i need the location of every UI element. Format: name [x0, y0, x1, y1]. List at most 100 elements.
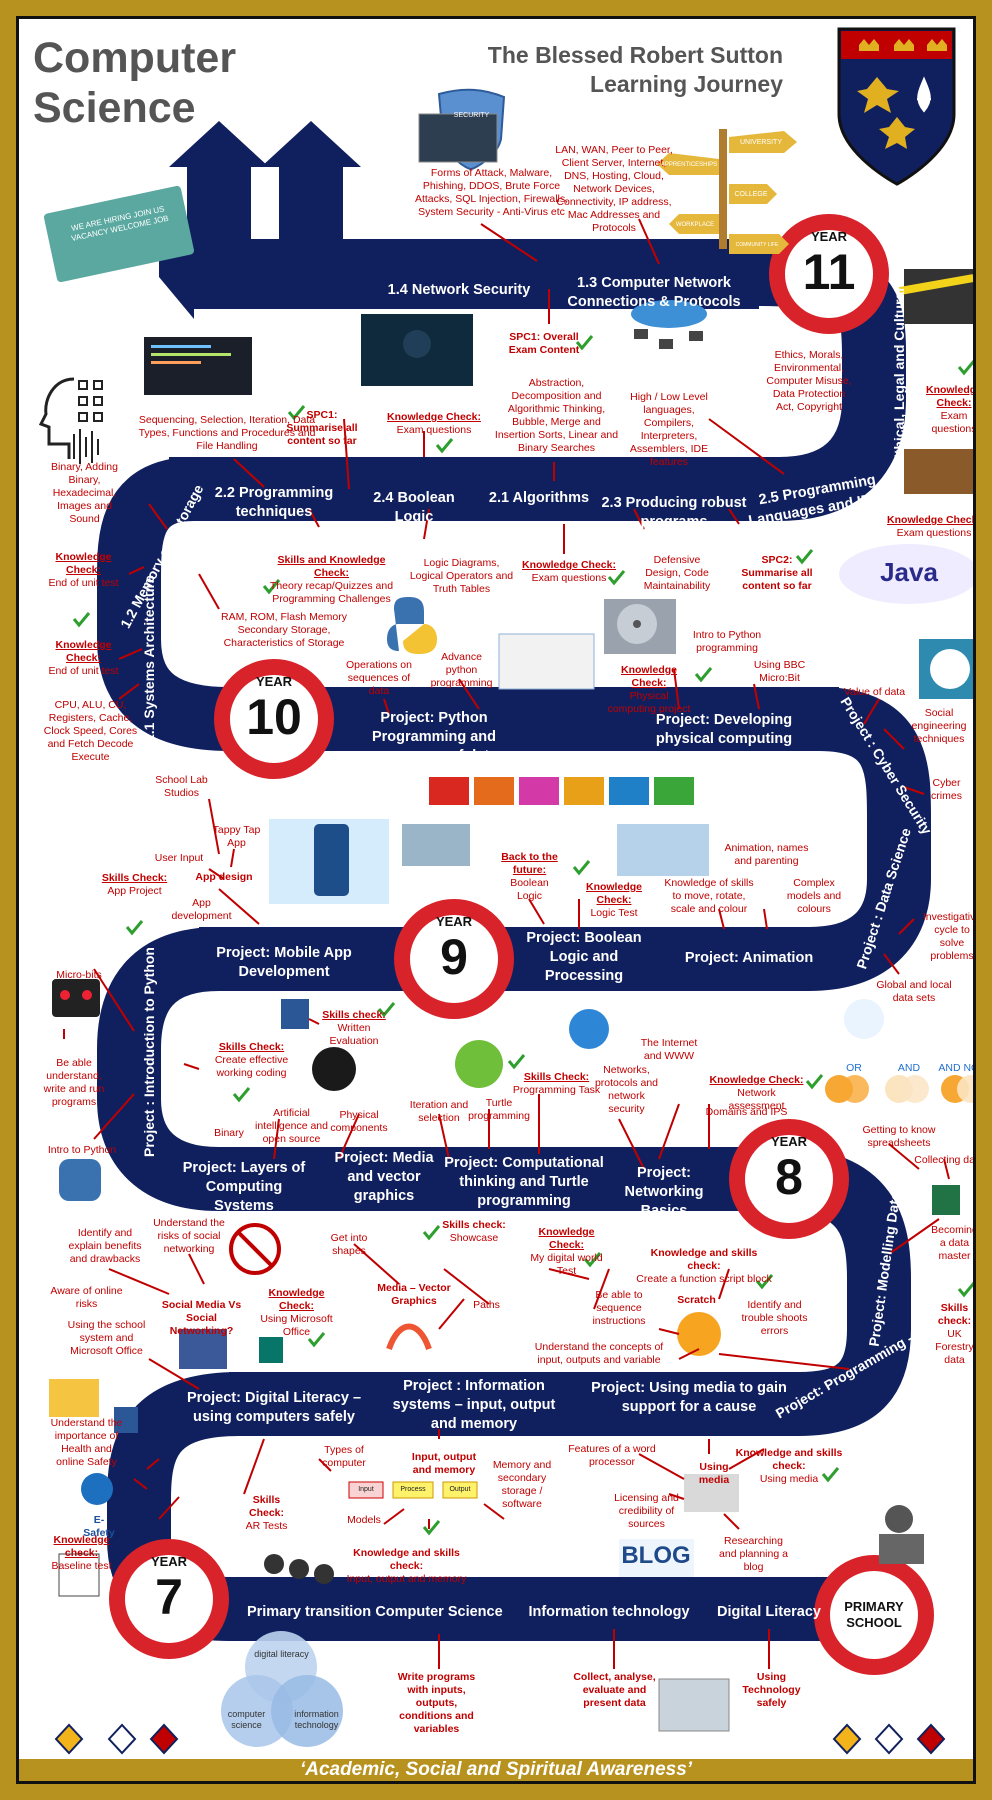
note-skills-theory: Skills and Knowledge Check:Theory recap/… [269, 554, 394, 605]
cyber-shield-text: SECURITY [453, 112, 490, 119]
note-esafety: E-Safety [83, 1514, 115, 1539]
note-sequence-instructions: Be able to sequence instructions [592, 1289, 646, 1327]
note-advance-python: Advance python programming [430, 651, 493, 689]
topic-boolean-logic: 2.4 Boolean Logic [373, 490, 455, 525]
note-aware-risks: Aware of online risks [50, 1285, 123, 1310]
note-value-data: Value of data [843, 686, 906, 698]
note-attacks: Forms of Attack, Malware, Phishing, DDOS… [414, 167, 569, 218]
note-app-development: App development [171, 897, 232, 922]
footer-icons [54, 1723, 946, 1755]
note-internet-www: The Internet and WWW [640, 1037, 698, 1062]
left-arrow [159, 239, 759, 319]
project-turtle: Project: Computational thinking and Turt… [444, 1155, 604, 1209]
note-turtle-programming: Turtle programming [468, 1097, 530, 1122]
note-kc-exam-boolean: Knowledge Check:Exam questions [387, 411, 481, 436]
note-school-lab: School Lab Studios [155, 774, 208, 799]
note-understand-programs: Be able understand, write and run progra… [43, 1057, 105, 1108]
note-kc-physical: Knowledge Check:Physical computing proje… [607, 664, 691, 715]
note-kc-eou-1: Knowledge Check:End of unit test [48, 551, 119, 589]
primary-transition-label: Primary transition [246, 1604, 372, 1620]
primary-it-label: Information technology [528, 1604, 690, 1620]
project-digital-literacy: Project: Digital Literacy – using comput… [186, 1390, 362, 1425]
note-kc-input-output: Knowledge and skills check:Input, output… [346, 1547, 467, 1585]
note-write-programs: Write programs with inputs, outputs, con… [397, 1671, 476, 1735]
note-operations: Operations on sequences of data [346, 659, 412, 697]
topic-algorithms: 2.1 Algorithms [488, 490, 590, 506]
year-10-number: 10 [246, 689, 302, 745]
note-and: AND [897, 1062, 921, 1074]
word-icon [281, 999, 309, 1029]
year-11-circle [769, 214, 889, 334]
note-skills-app: Skills Check:App Project [101, 872, 168, 897]
project-using-media: Project: Using media to gain support for… [591, 1380, 787, 1415]
publisher-icon [259, 1337, 283, 1363]
note-kc-exam-languages: Knowledge Check:Exam questions [887, 514, 976, 539]
note-ai: Artificial intelligence and open source [255, 1107, 328, 1145]
python-logo-2-icon [59, 1159, 101, 1201]
year-8-label: YEAR [770, 1134, 808, 1149]
note-scratch: Scratch [677, 1294, 716, 1306]
note-skills-programming: Skills Check:Programming Task [512, 1071, 601, 1096]
vector-graphics-icon [386, 1323, 432, 1351]
sign-university: UNIVERSITY [739, 139, 782, 146]
note-bbc-microbit: Using BBC Micro:Bit [753, 659, 806, 684]
turtle-icon [455, 1040, 503, 1088]
python-logo-icon [387, 597, 424, 651]
blog-icon [619, 1539, 694, 1577]
note-kc-eou-2: Knowledge Check:End of unit test [48, 639, 119, 677]
note-tappy-tap: Tappy Tap App [212, 824, 261, 849]
project-layers-computing: Project: Layers of Computing Systems [182, 1160, 306, 1214]
programming-languages-cloud [839, 544, 973, 604]
signpost-icon [719, 129, 727, 249]
note-kc-network: Knowledge Check:Network assessment [709, 1074, 804, 1112]
project-networking: Project: Networking Basics [624, 1165, 704, 1219]
data-science-logo [844, 999, 884, 1039]
sign-workplace: WORKPLACE [675, 222, 715, 228]
note-intro-python-2: Intro to Python programming [692, 629, 762, 654]
up-arrow-1 [169, 121, 269, 274]
note-kc-office: Knowledge Check:Using Microsoft Office [260, 1287, 333, 1338]
note-collecting-data: Collecting data [914, 1154, 975, 1166]
project-information-systems: Project : Information systems – input, o… [392, 1378, 556, 1432]
school-motto: ‘Academic, Social and Spiritual Awarenes… [299, 1759, 693, 1780]
note-word-processor: Features of a word processor [568, 1443, 656, 1468]
gavel-icon [904, 449, 973, 494]
note-spreadsheets: Getting to know spreadsheets [862, 1124, 936, 1149]
note-and-not: AND NOT [938, 1062, 973, 1074]
box-process: Process [400, 1486, 426, 1493]
note-iteration-selection: Iteration and selection [409, 1099, 469, 1124]
year-11-number: 11 [802, 244, 856, 300]
note-lan-wan: LAN, WAN, Peer to Peer, Client Server, I… [555, 144, 673, 234]
note-skills-media: Knowledge and skills check:Using media [735, 1447, 843, 1485]
note-spc2: SPC2:Summarise all content so far [741, 554, 813, 592]
check-icons [72, 335, 973, 1536]
topic-ethical-legal: 1.6 Ethical, Legal and Cultural Concerns [891, 219, 907, 487]
project-boolean-logic: Project: Boolean Logic and Processing [526, 930, 642, 984]
note-social-engineering: Social engineering techniques [911, 707, 967, 745]
note-media-vector: Media – Vector Graphics [377, 1282, 451, 1307]
note-using-technology: Using Technology safely [742, 1671, 801, 1709]
up-arrow-2 [261, 121, 361, 274]
year-7-number: 7 [155, 1569, 183, 1625]
blog-logo-text: BLOG [621, 1542, 691, 1569]
primary-circle [814, 1555, 934, 1675]
note-back-future: Back to the future:Boolean Logic [501, 851, 558, 902]
venn-label-digital: digital literacy [254, 1649, 309, 1659]
note-input-output: Input, output and memory [411, 1451, 477, 1476]
road-diagram [19, 27, 973, 1781]
note-skills-ar: Skills Check:AR Tests [245, 1494, 288, 1532]
road-left-y10 [97, 457, 839, 751]
topic-network-connections: 1.3 Computer Network Connections & Proto… [567, 275, 741, 310]
note-get-into-shapes: Get into shapes [330, 1232, 368, 1257]
note-skills-coding: Skills Check:Create effective working co… [214, 1041, 289, 1079]
note-sequencing: Sequencing, Selection, Iteration, Data T… [138, 414, 316, 452]
note-health-safety: Understand the importance of Health and … [50, 1417, 123, 1468]
note-animation-names: Animation, names and parenting [724, 842, 809, 867]
note-models: Models [347, 1514, 381, 1526]
venn-label-cs: computer science [227, 1709, 266, 1730]
java-text: Java [880, 557, 938, 587]
note-ethics: Ethics, Morals, Environmental, Computer … [766, 349, 852, 413]
note-physical-components: Physical components [330, 1109, 388, 1134]
